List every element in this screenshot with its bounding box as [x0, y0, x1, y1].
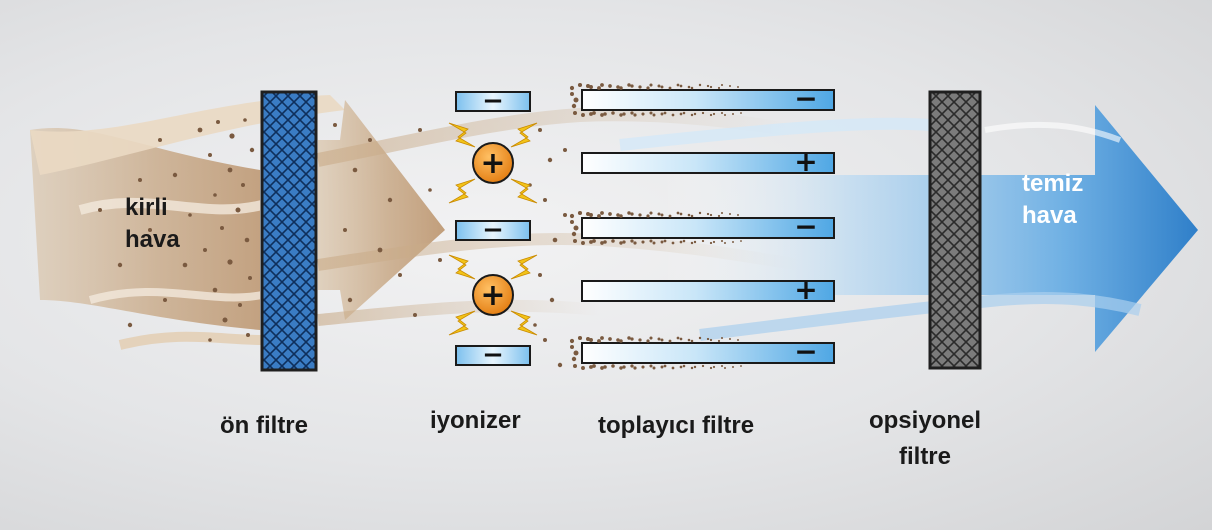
ionizer-label: iyonizer: [430, 407, 521, 434]
ionizer-plate-sign: −: [482, 215, 504, 245]
ionizer-plate: −: [455, 340, 531, 370]
pre-filter: [260, 90, 318, 372]
ionizer-plates: − − −: [455, 86, 531, 370]
ionizer-plate-sign: −: [482, 340, 504, 370]
collector-plate-sign: −: [794, 335, 817, 368]
collector-plate: −: [581, 335, 835, 368]
optional-filter-label-line1: opsiyonel: [868, 407, 982, 434]
spark-icon: [448, 254, 538, 336]
collector-plate: +: [581, 145, 835, 178]
ionizer-emitter: +: [448, 254, 538, 336]
collector-plate-sign: −: [794, 82, 817, 115]
collector-plate-sign: +: [794, 145, 817, 178]
emitter-sign: +: [480, 278, 505, 313]
spark-icon: [448, 122, 538, 204]
emitter-sign: +: [480, 146, 505, 181]
ionizer-plate: −: [455, 215, 531, 245]
ionizer-plate-sign: −: [482, 86, 504, 116]
clean-air-label-line2: hava: [1022, 202, 1077, 229]
clean-air-label-line1: temiz: [1022, 170, 1084, 197]
collector-plate-sign: +: [794, 273, 817, 306]
collector-filter-label: toplayıcı filtre: [598, 412, 755, 439]
collector-plates: − + − + −: [581, 82, 835, 368]
dust-particles: [98, 118, 567, 368]
dirty-air-label-line2: hava: [125, 226, 180, 253]
pre-filter-label: ön filtre: [220, 412, 308, 439]
optional-filter: [928, 90, 982, 370]
clean-air-label: temiz hava: [1022, 168, 1083, 232]
collector-plate: −: [581, 82, 835, 115]
dirty-air-label: kirli hava: [125, 192, 180, 256]
collector-plate-sign: −: [794, 210, 817, 243]
optional-filter-label: opsiyonel filtre: [860, 406, 990, 472]
ionizer-plate: −: [455, 86, 531, 116]
optional-filter-label-line2: filtre: [898, 443, 951, 470]
collector-plate: −: [581, 210, 835, 243]
ionizer-emitters: ++: [448, 122, 538, 336]
collector-plate: +: [581, 273, 835, 306]
ionizer-emitter: +: [448, 122, 538, 204]
collected-dust: [569, 82, 742, 370]
dirty-air-label-line1: kirli: [125, 194, 168, 221]
